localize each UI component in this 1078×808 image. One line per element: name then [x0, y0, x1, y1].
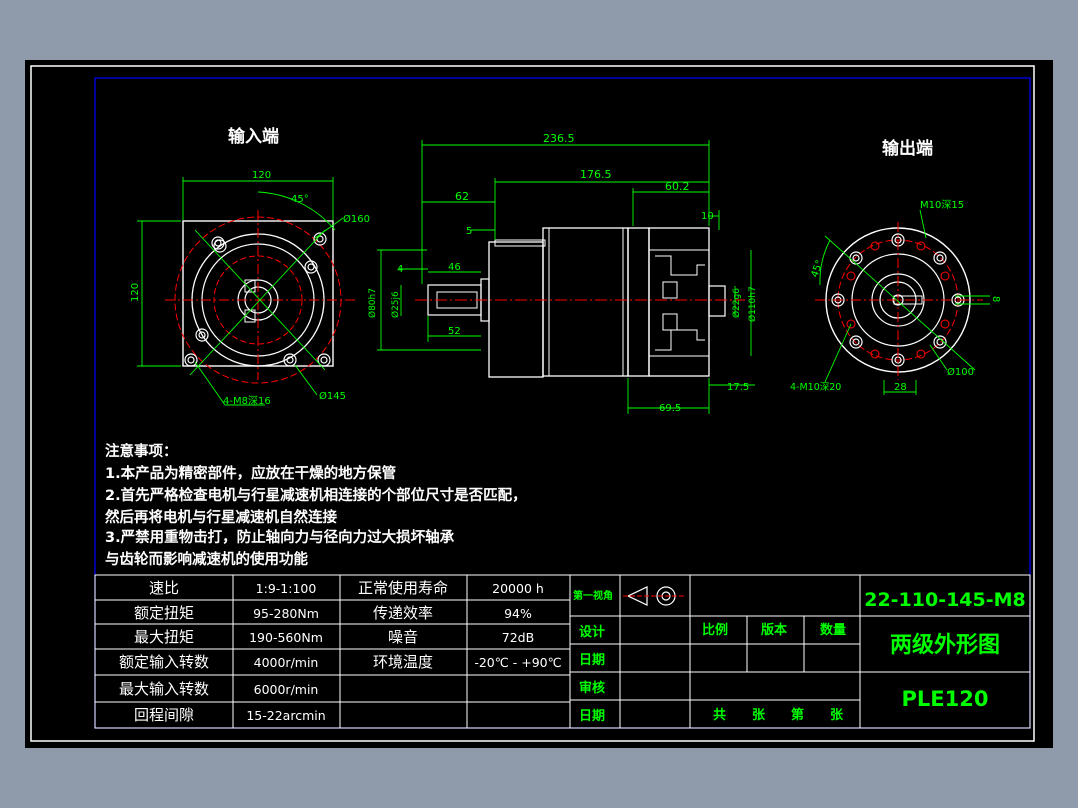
dim-236-5: 236.5 [543, 132, 575, 145]
spec-label: 最大输入转数 [119, 680, 209, 698]
dim-pcd100: Ø100 [947, 366, 974, 378]
first-angle-symbol [623, 586, 685, 606]
note-line: 2.首先严格检查电机与行星减速机相连接的个部位尺寸是否匹配， [105, 486, 527, 504]
output-end-label: 输出端 [882, 138, 933, 159]
spec-value: 4000r/min [254, 655, 319, 670]
dim-45-output: 45° [809, 259, 825, 279]
spec-label: 传递效率 [373, 604, 433, 622]
quantity-label: 数量 [820, 622, 846, 638]
scale-label: 比例 [702, 622, 728, 638]
spec-label: 最大扭矩 [134, 628, 194, 646]
input-end-label: 输入端 [228, 126, 279, 147]
version-label: 版本 [761, 622, 787, 638]
dim-10: 10 [701, 211, 714, 222]
dim-60-2: 60.2 [665, 180, 690, 193]
dim-45-input: 45° [291, 194, 309, 205]
spec-value: 72dB [502, 630, 534, 645]
spec-label: 噪音 [388, 628, 418, 646]
dim-pcd160: Ø160 [343, 213, 370, 225]
dim-69-5: 69.5 [659, 403, 681, 414]
spec-value: 6000r/min [254, 682, 319, 697]
drawing-name: 两级外形图 [890, 632, 1000, 658]
spec-label: 额定扭矩 [134, 604, 194, 622]
spec-label: 正常使用寿命 [358, 579, 448, 597]
note-line: 然后再将电机与行星减速机自然连接 [105, 508, 337, 526]
spec-label: 额定输入转数 [119, 653, 209, 671]
input-end-view: 输入端 120 120 45° [130, 126, 370, 407]
dim-17-5: 17.5 [727, 382, 749, 393]
dim-5: 5 [466, 226, 472, 237]
dim-4: 4 [397, 264, 403, 275]
drawing-svg: 输入端 120 120 45° [30, 65, 1035, 742]
spec-value: 94% [504, 606, 532, 621]
model-name: PLE120 [902, 687, 989, 711]
date-label-2: 日期 [579, 709, 605, 724]
dim-28: 28 [894, 382, 907, 393]
dim-52: 52 [448, 326, 461, 337]
dim-8: 8 [990, 296, 1001, 302]
dim-shaft-22g6: Ø22g6 [731, 288, 742, 318]
drawing-number: 22-110-145-M8 [864, 589, 1026, 611]
dim-shaft-80h7: Ø80h7 [367, 288, 378, 318]
dim-pcd145: Ø145 [319, 390, 346, 402]
spec-table: 速比 1:9-1:100 正常使用寿命 20000 h 额定扭矩 95-280Nm 传递效率… [94, 574, 571, 729]
notes-block: 注意事项： 1.本产品为精密部件，应放在干燥的地方保管 2.首先严格检查电机与行… [105, 442, 527, 568]
notes-title: 注意事项： [105, 442, 178, 460]
cad-drawing-canvas: 输入端 120 120 45° [25, 60, 1053, 748]
review-label: 审核 [579, 680, 605, 696]
spec-label: 环境温度 [373, 653, 433, 671]
spec-label: 速比 [149, 579, 179, 597]
sheets-label: 共 张 第 张 [713, 707, 844, 723]
dim-m10-20: 4-M10深20 [790, 382, 841, 393]
dim-62: 62 [455, 190, 469, 203]
dim-46: 46 [448, 262, 461, 273]
dim-shaft-25j6: Ø25j6 [390, 291, 401, 318]
dim-shaft-110h7: Ø110h7 [747, 286, 758, 322]
dim-120-v: 120 [130, 283, 141, 302]
spec-value: 20000 h [492, 581, 544, 596]
title-block: 第一视角 设计 日期 审核 日期 比例 版本 数量 共 张 第 张 22-110… [569, 574, 1031, 729]
design-label: 设计 [579, 624, 605, 640]
spec-value: -20℃ - +90℃ [474, 655, 561, 670]
dim-176-5: 176.5 [580, 168, 612, 181]
note-line: 3.严禁用重物击打，防止轴向力与径向力过大损坏轴承 [105, 528, 455, 546]
date-label-1: 日期 [579, 653, 605, 668]
outer-frame [30, 65, 1035, 742]
first-angle-label: 第一视角 [573, 589, 613, 602]
note-line: 与齿轮而影响减速机的使用功能 [105, 550, 308, 568]
dim-120-h: 120 [252, 170, 271, 181]
spec-value: 1:9-1:100 [256, 581, 317, 596]
spec-value: 15-22arcmin [246, 708, 325, 723]
note-line: 1.本产品为精密部件，应放在干燥的地方保管 [105, 464, 396, 482]
spec-label: 回程间隙 [134, 706, 194, 724]
spec-value: 190-560Nm [249, 630, 323, 645]
output-end-view: 输出端 M10深15 45° 4-M1 [790, 138, 1001, 395]
dim-holes-input: 4-M8深16 [223, 395, 271, 407]
spec-value: 95-280Nm [253, 606, 319, 621]
side-view: 236.5 176.5 60.2 10 62 5 4 46 52 Ø80h7 Ø… [367, 132, 758, 414]
dim-m10-15: M10深15 [920, 199, 964, 211]
